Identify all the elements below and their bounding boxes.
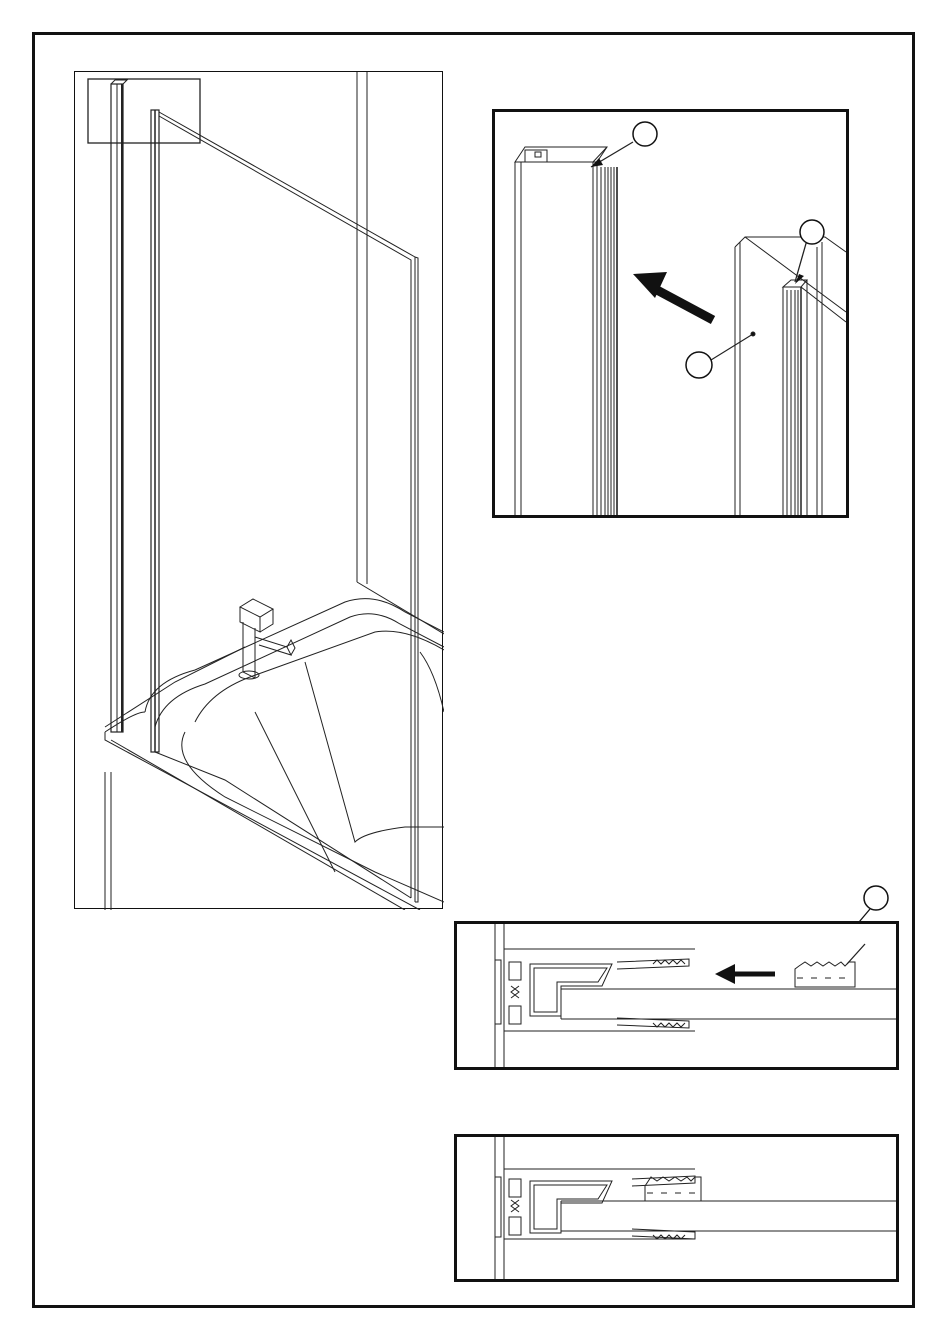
arrow-icon: [715, 964, 775, 984]
section-view-after: [454, 1134, 899, 1282]
profile-detail-illustration: [495, 112, 846, 515]
callout-3: [686, 352, 712, 378]
callout-1: [633, 122, 657, 146]
glass-panel-icon: [151, 110, 418, 902]
callout-2: [800, 220, 824, 244]
detail-view: [492, 109, 849, 518]
wall-profile-icon: [111, 80, 127, 732]
wall-floor-line: [357, 582, 444, 634]
overview-view: [74, 71, 443, 909]
section-before-illustration: [457, 924, 896, 1067]
section-after-illustration: [457, 1137, 896, 1279]
bathtub-icon: [105, 599, 444, 910]
section-view-before: [454, 921, 899, 1070]
wall-profile-icon: [515, 147, 617, 515]
bath-screen-illustration: [75, 72, 444, 910]
arrow-icon: [633, 272, 713, 320]
zoom-highlight-box: [88, 79, 200, 143]
glass-panel-icon: [735, 237, 846, 515]
faucet-icon: [239, 599, 295, 679]
